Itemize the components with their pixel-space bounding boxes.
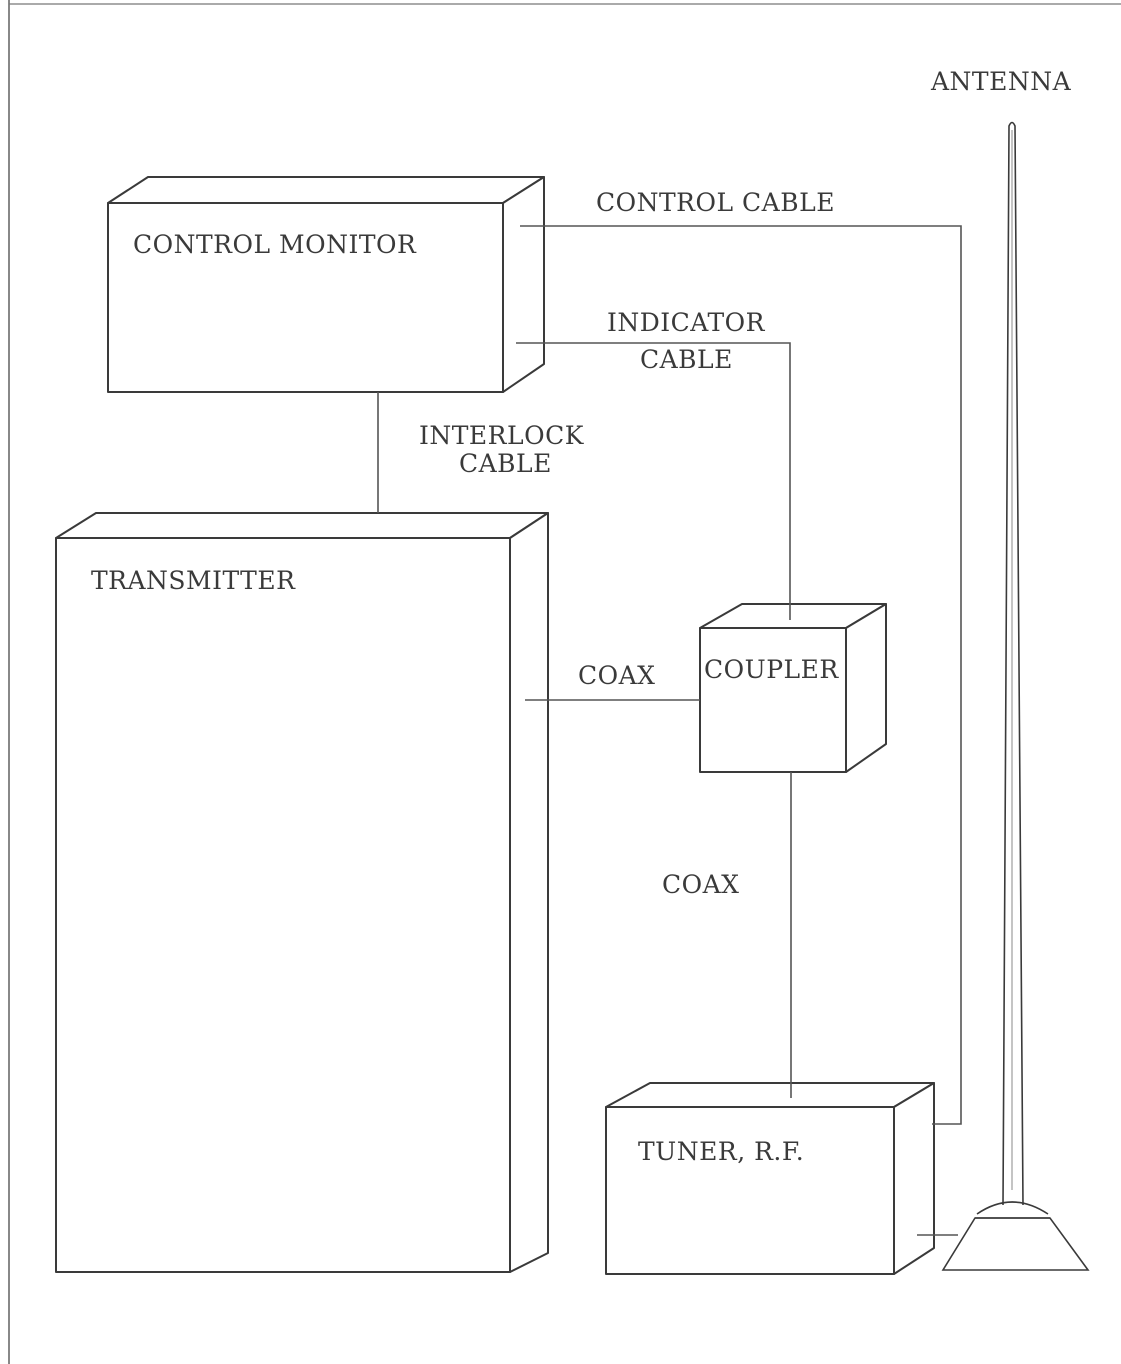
indicator-cable-line — [516, 342, 791, 620]
control-cable-line — [520, 225, 962, 1125]
antenna-mast — [1002, 121, 1024, 1206]
indicator-cable-label-line1: INDICATOR — [607, 308, 766, 337]
coupler-box — [699, 603, 887, 773]
transmitter-box — [55, 512, 549, 1273]
antenna-base — [941, 1217, 1090, 1271]
antenna — [941, 121, 1090, 1271]
antenna-label: ANTENNA — [930, 67, 1072, 96]
coax-coupler-tuner-label: COAX — [662, 870, 739, 899]
interlock-cable-label-line2: CABLE — [459, 449, 552, 478]
control-monitor-label: CONTROL MONITOR — [133, 230, 417, 259]
control-monitor-box — [107, 176, 545, 393]
antenna-dome — [976, 1201, 1049, 1215]
indicator-cable-label-line2: CABLE — [640, 345, 733, 374]
coupler-label: COUPLER — [704, 655, 839, 684]
transmitter-label: TRANSMITTER — [91, 566, 296, 595]
tuner-box — [605, 1082, 935, 1275]
control-cable-label: CONTROL CABLE — [596, 188, 835, 217]
coax-transmitter-coupler-label: COAX — [578, 661, 655, 690]
interlock-cable-label-line1: INTERLOCK — [419, 421, 585, 450]
tuner-label: TUNER, R.F. — [638, 1137, 804, 1166]
